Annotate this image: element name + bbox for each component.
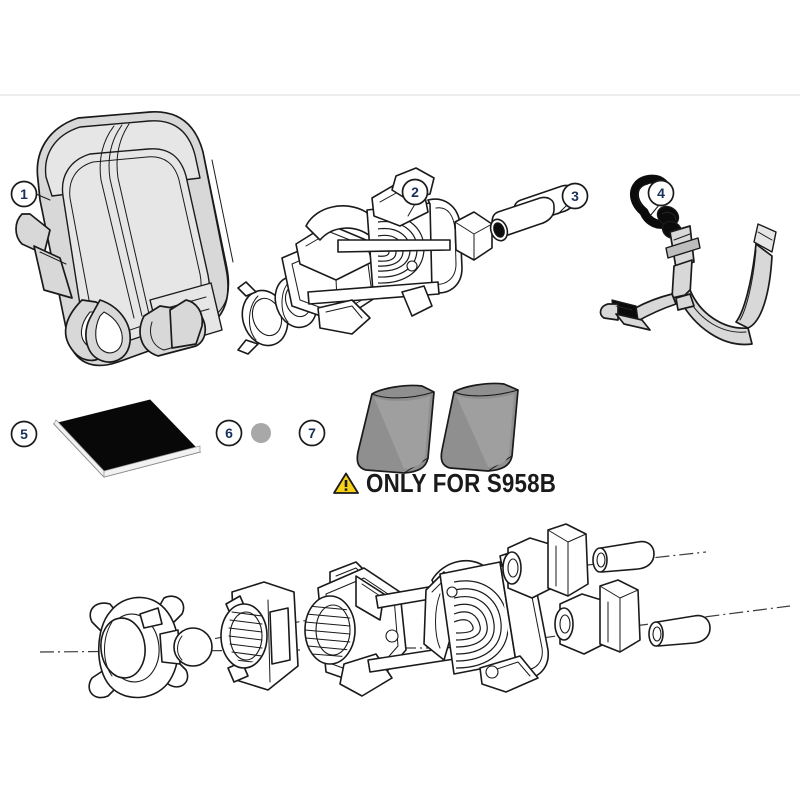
callout-markers: 1 2 3 4 5 6 7 [10,178,675,448]
callout-3: 3 [561,182,589,210]
callout-2: 2 [401,178,429,206]
lower-assembly-exploded-view [39,523,791,699]
component-ribbed-clamp-half [423,547,549,693]
callout-7-label: 7 [308,425,316,441]
callout-2-label: 2 [411,184,419,200]
component-ball-stud-bracket [88,595,213,699]
warning-label: ONLY FOR S958B [333,468,587,499]
callout-leader-lines [35,193,660,217]
part-adhesive-plate [53,399,201,479]
callout-4: 4 [647,179,675,207]
component-center-clamp-body [304,561,475,697]
part-spacer-tubes [489,184,577,242]
part-rubber-pads-pair [356,382,519,474]
callout-1-label: 1 [20,186,28,202]
callout-7: 7 [298,419,326,447]
callout-5: 5 [10,420,38,448]
warning-triangle-icon [333,472,359,494]
component-bolt-pin-upper [592,540,655,573]
part-handlebar-clamp-mount [237,167,493,355]
component-bolt-pin-lower [648,614,711,647]
component-hex-knob-lower [554,579,641,655]
callout-4-label: 4 [657,185,665,201]
part-phone-holder-case [15,111,234,367]
part-safety-strap-lanyard [599,174,777,346]
callout-1: 1 [10,180,38,208]
callout-6: 6 [215,419,243,447]
component-threaded-collar-nut [220,581,299,691]
component-hex-knob-upper [502,523,589,599]
callout-5-label: 5 [20,426,28,442]
warning-text: ONLY FOR S958B [366,468,557,498]
part-rubber-washer [251,423,271,443]
callout-3-label: 3 [571,188,579,204]
callout-6-label: 6 [225,425,233,441]
